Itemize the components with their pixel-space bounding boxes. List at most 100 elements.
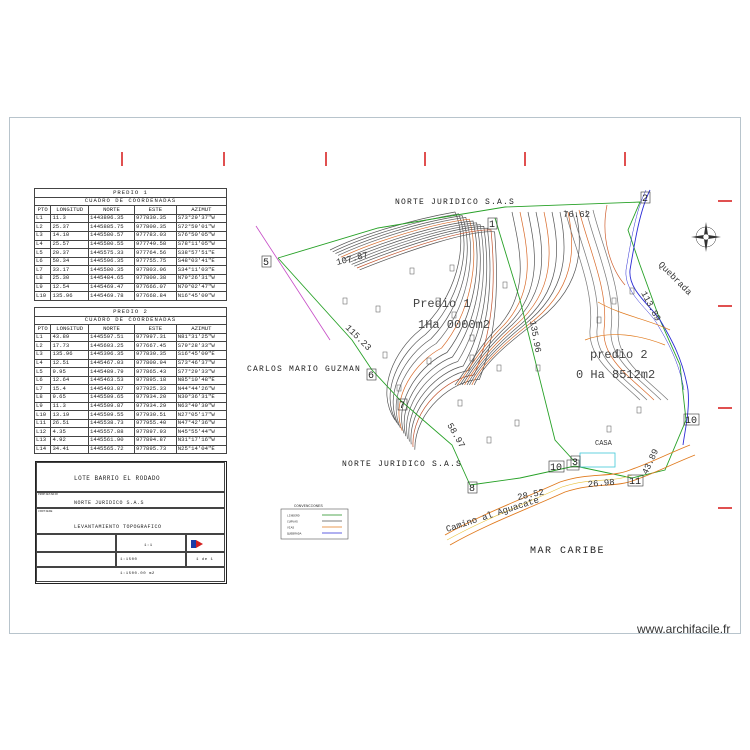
dimension-label: 76.62 (563, 210, 590, 220)
contour-line (461, 211, 543, 386)
table-cell: 1445565.72 (87, 444, 135, 455)
survey-marker (342, 297, 348, 305)
contour-line (469, 211, 565, 386)
content-value: LEVANTAMIENTO TOPOGRAFICO (74, 524, 162, 530)
survey-marker (409, 267, 415, 275)
survey-marker (502, 281, 508, 289)
contour-line (578, 209, 655, 401)
predio-2-area: 0 Ha 8512m2 (576, 368, 655, 382)
contour-line (337, 217, 471, 429)
survey-marker (629, 287, 635, 295)
table-cell: L10 (33, 291, 52, 301)
house-annex (566, 459, 580, 471)
contour-line (454, 211, 521, 386)
contour-line (340, 218, 475, 431)
survey-marker (449, 264, 455, 272)
survey-marker (514, 419, 520, 427)
survey-marker (535, 364, 541, 372)
table-cell: N16°45'09"W (175, 291, 228, 301)
dimension-label: 113.89 (638, 290, 662, 323)
path-line-2 (597, 301, 671, 331)
north-arrow-icon (691, 222, 721, 252)
house-label: CASA (595, 440, 613, 448)
point-label: 2 (642, 194, 648, 205)
point-label: 8 (469, 484, 475, 495)
dimension-label: 58.97 (444, 422, 466, 450)
creek-line (629, 189, 689, 446)
west-owner: CARLOS MARIO GUZMAN (247, 365, 361, 374)
point-label: 10 (550, 463, 562, 474)
grid-tick (624, 152, 626, 166)
point-label: 11 (629, 477, 641, 488)
point-label: 5 (263, 258, 269, 269)
contour-line (457, 211, 528, 386)
survey-marker (382, 351, 388, 359)
contour-line (354, 227, 491, 445)
point-label: 1 (489, 220, 495, 231)
contour-line (343, 220, 478, 434)
survey-marker (469, 334, 475, 342)
company-logo (191, 540, 203, 548)
contour-line (592, 209, 669, 401)
grid-tick (718, 407, 732, 409)
title-block: LOTE BARRIO EL RODADO PROPIETARIO NORTE … (35, 461, 227, 584)
path-line (584, 334, 666, 346)
survey-marker (596, 316, 602, 324)
survey-marker (611, 297, 617, 305)
drawing-number: 1:1500.00 m2 (120, 572, 155, 576)
boundary-south (469, 465, 576, 486)
contour-line (473, 211, 580, 386)
legend-item-label: VIAS (287, 527, 294, 530)
legend-item-label: QUEBRADA (287, 533, 302, 536)
survey-marker (615, 349, 621, 357)
boundary-west (277, 257, 471, 486)
predio-1-area: 1Ha 0000m2 (418, 318, 490, 332)
house-outline (579, 452, 616, 468)
survey-marker (636, 406, 642, 414)
grid-tick (718, 200, 732, 202)
survey-marker (496, 364, 502, 372)
grid-tick (223, 152, 225, 166)
survey-marker (396, 384, 402, 392)
road-centerline (446, 474, 633, 541)
road-edge-north (444, 444, 691, 536)
contour-line (464, 211, 550, 386)
contour-line (346, 222, 481, 437)
point-label: 3 (572, 458, 578, 469)
survey-marker (606, 425, 612, 433)
point-label: 10 (685, 416, 697, 427)
point-label: 7 (399, 401, 405, 412)
contour-line (329, 211, 462, 421)
table-cell: L14 (33, 444, 52, 455)
grid-tick (524, 152, 526, 166)
grid-ticks (121, 152, 732, 509)
survey-markers (342, 264, 642, 444)
contour-line (332, 213, 465, 423)
grid-tick (121, 152, 123, 166)
contour-line (471, 211, 573, 386)
legend-item-label: CURVAS (287, 521, 298, 524)
table-cell: N25°14'04"E (175, 444, 228, 455)
reference-line (255, 225, 331, 341)
contour-line (359, 231, 497, 450)
survey-marker (375, 305, 381, 313)
contour-line (564, 209, 641, 401)
table-cell: 1445469.78 (87, 291, 135, 301)
survey-marker (457, 399, 463, 407)
contour-line (356, 229, 494, 448)
contour-line (459, 211, 535, 386)
road-edge-south (449, 454, 696, 546)
north-owner-top: NORTE JURIDICO S.A.S (395, 198, 515, 207)
